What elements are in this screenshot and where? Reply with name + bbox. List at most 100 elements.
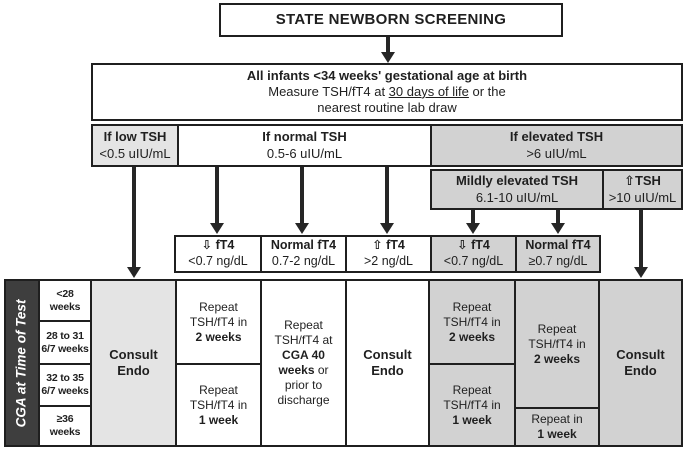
intro-line3: nearest routine lab draw [317, 100, 457, 116]
arrow-line [132, 167, 136, 267]
cga-axis-label: CGA at Time of Test [13, 299, 29, 427]
arrow-mild-to-ft4normal [551, 210, 565, 234]
row-label-text: ≥36 weeks [49, 413, 81, 438]
arrow-line [556, 210, 560, 223]
arrow-head-icon [127, 267, 141, 278]
arrow-line [215, 167, 219, 223]
intro-line1: All infants <34 weeks' gestational age a… [246, 67, 528, 83]
arrow-head-icon [295, 223, 309, 234]
mild-ft4-normal-value: ≥0.7 ng/dL [528, 254, 588, 268]
intro-line2-post: or the [468, 83, 506, 99]
consult-endo-text: Consult Endo [616, 346, 665, 378]
cell-bold: 2 weeks [533, 351, 581, 366]
cell-pre: Repeat TSH/fT4 in [189, 299, 248, 329]
cell-pre: Repeat in [531, 412, 583, 426]
arrow-low-tsh [127, 167, 141, 278]
arrow-head-icon [380, 223, 394, 234]
consult-endo-text: Consult Endo [109, 346, 158, 378]
ft4-normal-value: 0.7-2 ng/dL [271, 254, 336, 268]
mild-ft4-normal-label: Normal fT4 [525, 238, 591, 253]
box-mild-ft4-low: ⇩ fT4 <0.7 ng/dL [430, 235, 517, 273]
cga-axis: CGA at Time of Test [4, 279, 40, 447]
box-ft4-normal: Normal fT4 0.7-2 ng/dL [260, 235, 347, 273]
arrow-head-icon [210, 223, 224, 234]
arrow-normal-to-ft4normal [295, 167, 309, 234]
box-mild-tsh: Mildly elevated TSH 6.1-10 uIU/mL [430, 169, 604, 210]
cell-bold: 1 week [537, 427, 577, 441]
box-elevated-tsh: If elevated TSH >6 uIU/mL [430, 124, 683, 167]
arrow-line [386, 37, 390, 52]
arrow-head-icon [634, 267, 648, 278]
ft4-low-value: <0.7 ng/dL [188, 254, 248, 268]
mild-tsh-value: 6.1-10 uIU/mL [475, 189, 559, 205]
mild-ft4-low-label: ⇩ fT4 [457, 238, 490, 253]
arrow-head-icon [551, 223, 565, 234]
cell-consult-high-tsh: Consult Endo [598, 279, 683, 447]
intro-line2: Measure TSH/fT4 at 30 days of life or th… [268, 84, 506, 100]
ft4-high-value: >2 ng/dL [363, 254, 413, 268]
title-box: STATE NEWBORN SCREENING [219, 3, 563, 37]
arrow-normal-to-ft4low [210, 167, 224, 234]
high-tsh-value: >10 uIU/mL [608, 189, 677, 205]
ft4-high-label: ⇧ fT4 [372, 238, 405, 253]
arrow-line [385, 167, 389, 223]
box-low-tsh: If low TSH <0.5 uIU/mL [91, 124, 179, 167]
cell-bold: 1 week [198, 412, 239, 427]
arrow-head-icon [381, 52, 395, 63]
arrow-mild-to-ft4low [466, 210, 480, 234]
arrow-normal-to-ft4high [380, 167, 394, 234]
row-label-under28: <28 weeks [38, 279, 92, 322]
intro-box: All infants <34 weeks' gestational age a… [91, 63, 683, 121]
arrow-title-down [381, 37, 395, 63]
consult-endo-text: Consult Endo [363, 346, 412, 378]
row-label-text: 28 to 31 6/7 weeks [41, 329, 89, 355]
intro-line2-pre: Measure TSH/fT4 at [268, 83, 389, 99]
box-high-tsh: ⇧TSH >10 uIU/mL [602, 169, 683, 210]
cell-pre: Repeat TSH/fT4 in [443, 299, 501, 329]
mild-ft4-low-value: <0.7 ng/dL [443, 254, 504, 268]
cell-bold: 2 weeks [195, 329, 242, 344]
cell-pre: Repeat TSH/fT4 in [528, 321, 586, 351]
row-label-text: <28 weeks [49, 287, 81, 313]
normal-tsh-value: 0.5-6 uIU/mL [266, 145, 343, 161]
box-normal-tsh: If normal TSH 0.5-6 uIU/mL [177, 124, 432, 167]
box-ft4-high: ⇧ fT4 >2 ng/dL [345, 235, 432, 273]
cell-ft4normal-cga40: Repeat TSH/fT4 at CGA 40 weeks or prior … [260, 279, 347, 447]
arrow-line [471, 210, 475, 223]
cell-consult-low-tsh: Consult Endo [90, 279, 177, 447]
high-tsh-label: ⇧TSH [624, 173, 661, 189]
cell-bold: CGA 40 weeks [278, 348, 325, 377]
normal-tsh-label: If normal TSH [262, 129, 347, 145]
elevated-tsh-label: If elevated TSH [509, 129, 604, 145]
elevated-tsh-value: >6 uIU/mL [526, 145, 587, 161]
cell-bold: 2 weeks [448, 329, 496, 344]
box-ft4-low: ⇩ fT4 <0.7 ng/dL [174, 235, 262, 273]
low-tsh-label: If low TSH [103, 129, 167, 145]
cell-pre: Repeat TSH/fT4 in [189, 382, 248, 412]
arrow-head-icon [466, 223, 480, 234]
row-label-28to31: 28 to 31 6/7 weeks [38, 320, 92, 365]
page-title: STATE NEWBORN SCREENING [275, 10, 507, 28]
cell-post: or prior to discharge [277, 363, 330, 407]
row-label-36plus: ≥36 weeks [38, 405, 92, 447]
mild-tsh-label: Mildly elevated TSH [455, 173, 579, 189]
arrow-line [300, 167, 304, 223]
ft4-low-label: ⇩ fT4 [201, 238, 235, 253]
arrow-high-tsh [634, 210, 648, 278]
row-label-32to35: 32 to 35 6/7 weeks [38, 363, 92, 407]
arrow-line [639, 210, 643, 267]
intro-line2-underline: 30 days of life [388, 83, 469, 99]
cell-bold: 1 week [452, 412, 492, 427]
